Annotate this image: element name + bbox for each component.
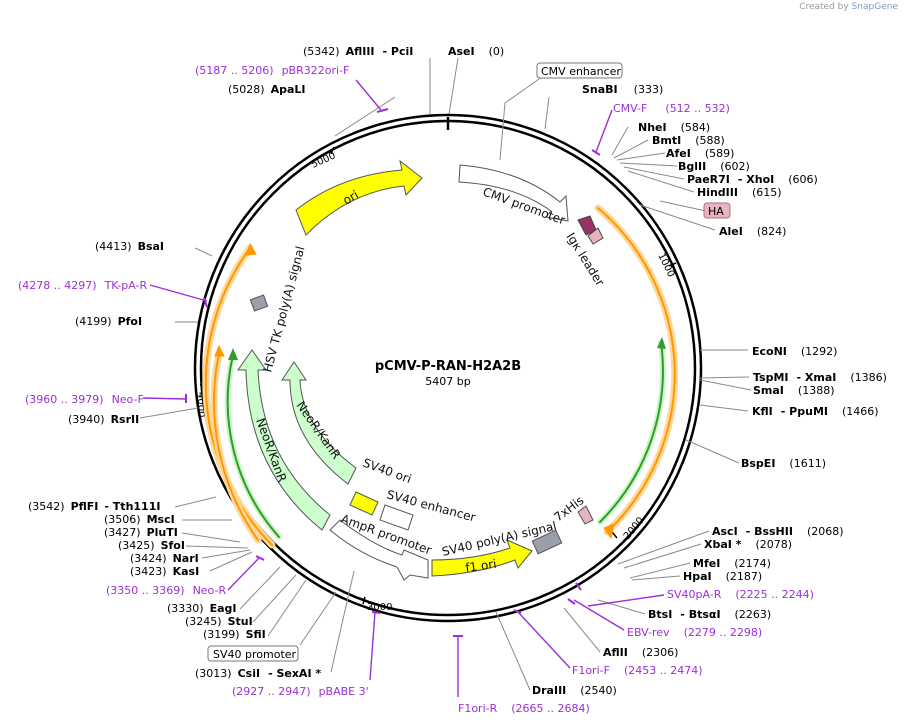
- enzyme-draIII[interactable]: DraIII(2540): [532, 684, 617, 697]
- feature-sv40-ori[interactable]: [349, 491, 379, 516]
- enzyme-tspMI[interactable]: TspMI- XmaI(1386): [753, 371, 887, 384]
- enzyme-aflIII-pciI[interactable]: (5342)AflIII- PciI: [303, 45, 413, 58]
- credit-prefix: Created by: [799, 2, 849, 12]
- snapgene-credit: Created by SnapGene: [799, 2, 898, 12]
- boxed-ha[interactable]: HA: [703, 202, 731, 219]
- boxed-cmv-enhancer[interactable]: CMV enhancer: [536, 62, 623, 79]
- primer-f1ori-r[interactable]: F1ori-R(2665 .. 2684): [458, 702, 590, 715]
- primer-pbabe-3[interactable]: (2927 .. 2947)pBABE 3': [232, 685, 369, 698]
- feature-ha[interactable]: [587, 227, 604, 245]
- enzyme-bglII[interactable]: BglII(602): [678, 160, 750, 173]
- enzyme-aseI[interactable]: AseI(0): [448, 45, 504, 58]
- enzyme-bsaI[interactable]: (4413)BsaI: [95, 240, 164, 253]
- feature-7xhis[interactable]: [577, 505, 594, 525]
- plasmid-name: pCMV-P-RAN-H2A2B: [375, 359, 521, 374]
- tick-label-3000: 3000: [367, 602, 392, 613]
- enzyme-mscI[interactable]: (3506)MscI: [104, 513, 175, 526]
- enzyme-hpaI[interactable]: HpaI(2187): [683, 570, 762, 583]
- label-f1-ori: f1 ori: [464, 557, 497, 575]
- primer-marker-tk-pa-r: [149, 284, 208, 302]
- primer-marker-f1ori-f: [517, 611, 571, 669]
- label-7xhis: 7xHis: [551, 493, 586, 524]
- primer-marker-ebv-rev: [573, 599, 625, 631]
- boxed-sv40-promoter[interactable]: SV40 promoter: [207, 645, 299, 662]
- feature-ampr-promoter[interactable]: [329, 519, 429, 581]
- primer-marker-cmv-f: [595, 109, 613, 153]
- enzyme-bmtI[interactable]: BmtI(588): [652, 134, 725, 147]
- primer-sv40pa-r[interactable]: SV40pA-R(2225 .. 2244): [667, 588, 814, 601]
- enzyme-snaBI[interactable]: SnaBI(333): [582, 83, 663, 96]
- label-hsv-tk: HSV TK poly(A) signal: [260, 245, 307, 374]
- feature-ori[interactable]: [295, 159, 423, 236]
- credit-brand: SnapGene: [851, 2, 898, 12]
- enzyme-afeI[interactable]: AfeI(589): [666, 147, 734, 160]
- feature-neor-inner[interactable]: [281, 361, 357, 485]
- enzyme-pflFI[interactable]: (3542)PflFI- Tth111I: [28, 500, 160, 513]
- enzyme-apaLI[interactable]: (5028)ApaLI: [228, 83, 306, 96]
- tick-label-4000: 4000: [195, 392, 206, 417]
- enzyme-labels-left: (5342)AflIII- PciI AseI(0) (5028)ApaLI (…: [28, 45, 504, 680]
- enzyme-kflI[interactable]: KflI- PpuMI(1466): [752, 405, 879, 418]
- enzyme-stuI[interactable]: (3245)StuI: [185, 615, 253, 628]
- feature-f1-ori[interactable]: [431, 539, 533, 577]
- enzyme-smaI[interactable]: SmaI(1388): [753, 384, 834, 397]
- enzyme-btsI[interactable]: BtsI- BtsαI(2263): [648, 608, 771, 621]
- backbone-outer: [193, 113, 703, 623]
- enzyme-kasI[interactable]: (3423)KasI: [130, 565, 199, 578]
- primer-cmv-f[interactable]: CMV-F(512 .. 532): [613, 102, 730, 115]
- boxed-sv40-promoter-text: SV40 promoter: [213, 648, 297, 661]
- boxed-cmv-enhancer-text: CMV enhancer: [541, 65, 621, 78]
- boxed-ha-text: HA: [708, 205, 724, 218]
- enzyme-sfiI[interactable]: (3199)SfiI: [203, 628, 266, 641]
- enzyme-mfeI[interactable]: MfeI(2174): [693, 557, 771, 570]
- primer-pbr322ori-f[interactable]: (5187 .. 5206)pBR322ori-F: [195, 64, 349, 77]
- enzyme-narI[interactable]: (3424)NarI: [130, 552, 199, 565]
- enzyme-pfoI[interactable]: (4199)PfoI: [75, 315, 142, 328]
- enzyme-ecoNI[interactable]: EcoNI(1292): [752, 345, 837, 358]
- enzyme-aflII[interactable]: AflII(2306): [603, 646, 678, 659]
- primer-ebv-rev[interactable]: EBV-rev(2279 .. 2298): [627, 626, 762, 639]
- enzyme-hindIII[interactable]: HindIII(615): [697, 186, 782, 199]
- enzyme-nheI[interactable]: NheI(584): [638, 121, 710, 134]
- enzyme-xbaI[interactable]: XbaI *(2078): [704, 538, 792, 551]
- primer-markers: [142, 79, 665, 697]
- primer-marker-neo-r: [227, 556, 261, 591]
- orf-arcs: [202, 204, 679, 549]
- primer-tk-pa-r[interactable]: (4278 .. 4297)TK-pA-R: [18, 279, 148, 292]
- enzyme-ascI[interactable]: AscI- BssHII(2068): [712, 525, 844, 538]
- enzyme-csiI[interactable]: (3013)CsiI- SexAI *: [195, 667, 321, 680]
- enzyme-labels-right: SnaBI(333) NheI(584) BmtI(588) AfeI(589)…: [532, 83, 887, 697]
- tick-3000: 3000: [362, 596, 392, 613]
- enzyme-bspEI[interactable]: BspEI(1611): [741, 457, 826, 470]
- primer-f1ori-f[interactable]: F1ori-F(2453 .. 2474): [572, 664, 703, 677]
- label-ori: ori: [341, 188, 362, 208]
- enzyme-rsrII[interactable]: (3940)RsrII: [68, 413, 139, 426]
- primer-marker-neo-f: [142, 397, 187, 400]
- enzyme-paeR7I[interactable]: PaeR7I- XhoI(606): [687, 173, 818, 186]
- plasmid-length: 5407 bp: [425, 375, 470, 388]
- feature-cmv-promoter[interactable]: [458, 164, 569, 222]
- feature-neor-outer[interactable]: [237, 349, 331, 531]
- primer-marker-pbabe: [369, 611, 376, 681]
- feature-sv40-enhancer[interactable]: [379, 504, 414, 531]
- label-sv40-ori: SV40 ori: [361, 456, 413, 486]
- leader-lines: [139, 57, 752, 691]
- features: [237, 159, 604, 581]
- enzyme-sfoI[interactable]: (3425)SfoI: [118, 539, 185, 552]
- enzyme-pluTI[interactable]: (3427)PluTI: [104, 526, 178, 539]
- primer-marker-sv40pa-r: [587, 594, 665, 607]
- primer-marker-pbr322: [355, 79, 382, 111]
- enzyme-aleI[interactable]: AleI(824): [719, 225, 786, 238]
- primer-neo-r[interactable]: (3350 .. 3369)Neo-R: [106, 584, 226, 597]
- feature-hsv-tk-box[interactable]: [249, 294, 269, 312]
- enzyme-eagI[interactable]: (3330)EagI: [167, 602, 236, 615]
- primer-neo-f[interactable]: (3960 .. 3979)Neo-F: [25, 393, 144, 406]
- label-neor-outer: NeoR/KanR: [253, 416, 289, 484]
- primer-labels: (5187 .. 5206)pBR322ori-F (4278 .. 4297)…: [18, 64, 814, 715]
- feature-sv40-polya-box[interactable]: [531, 529, 563, 555]
